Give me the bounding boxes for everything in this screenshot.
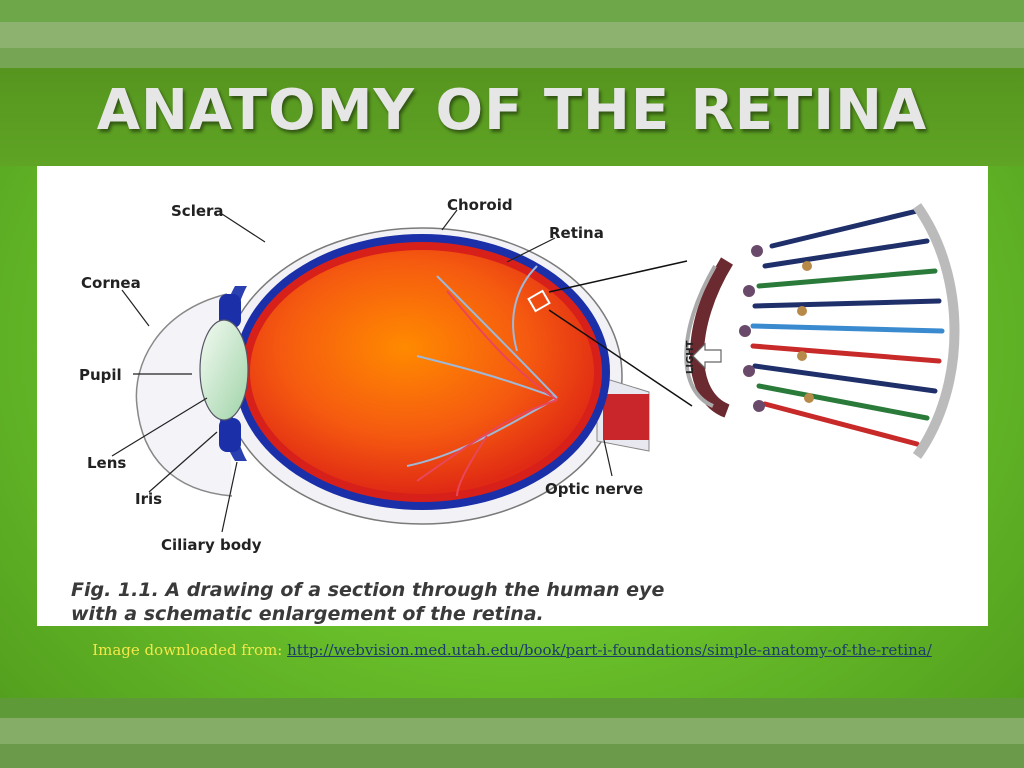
retina-zoom-box [527,289,551,313]
top-band-light [0,22,1024,48]
figure-caption: Fig. 1.1. A drawing of a section through… [71,578,664,626]
source-prefix: Image downloaded from: [92,641,288,659]
light-arrow-icon [692,342,722,370]
label-lens: Lens [87,454,127,472]
caption-line-1: Fig. 1.1. A drawing of a section through… [71,579,665,601]
zoom-line-bottom [548,309,693,407]
top-band [0,0,1024,22]
label-ciliary-body: Ciliary body [161,536,262,554]
label-light: LIGHT [685,340,696,375]
blood-vessels [406,265,558,467]
eye-diagram-svg [111,203,960,533]
bottom-band-lower [0,744,1024,768]
source-link[interactable]: http://webvision.med.utah.edu/book/part-… [287,641,932,659]
retina-layer-arc [690,257,733,418]
retina-inner-arc [684,264,717,408]
leader-lines [111,209,613,533]
zoom-line-top [548,260,688,293]
iris-lower [219,418,241,452]
title-bar [0,68,1024,166]
retina-enlargement [684,203,960,459]
lens-shape [199,319,249,421]
bottom-band [0,698,1024,718]
eye-diagram-figure: Sclera Choroid Retina Cornea Pupil Lens … [37,166,988,626]
label-optic-nerve: Optic nerve [545,480,644,498]
label-pupil: Pupil [79,366,122,384]
label-choroid: Choroid [447,196,513,214]
slide-title: ANATOMY OF THE RETINA [96,78,928,143]
label-sclera: Sclera [171,202,224,220]
optic-nerve-core [603,394,649,440]
pigment-epithelium [912,203,960,459]
bottom-band-light [0,718,1024,744]
label-cornea: Cornea [81,274,141,292]
red-vessels [416,290,558,497]
top-band-lower [0,48,1024,68]
label-retina: Retina [549,224,604,242]
vitreous-body [250,250,594,494]
neuron-cells [739,245,814,412]
caption-line-2: with a schematic enlargement of the reti… [71,603,544,625]
image-source: Image downloaded from: http://webvision.… [60,640,964,661]
photoreceptor-cells [750,208,945,447]
label-iris: Iris [135,490,163,508]
